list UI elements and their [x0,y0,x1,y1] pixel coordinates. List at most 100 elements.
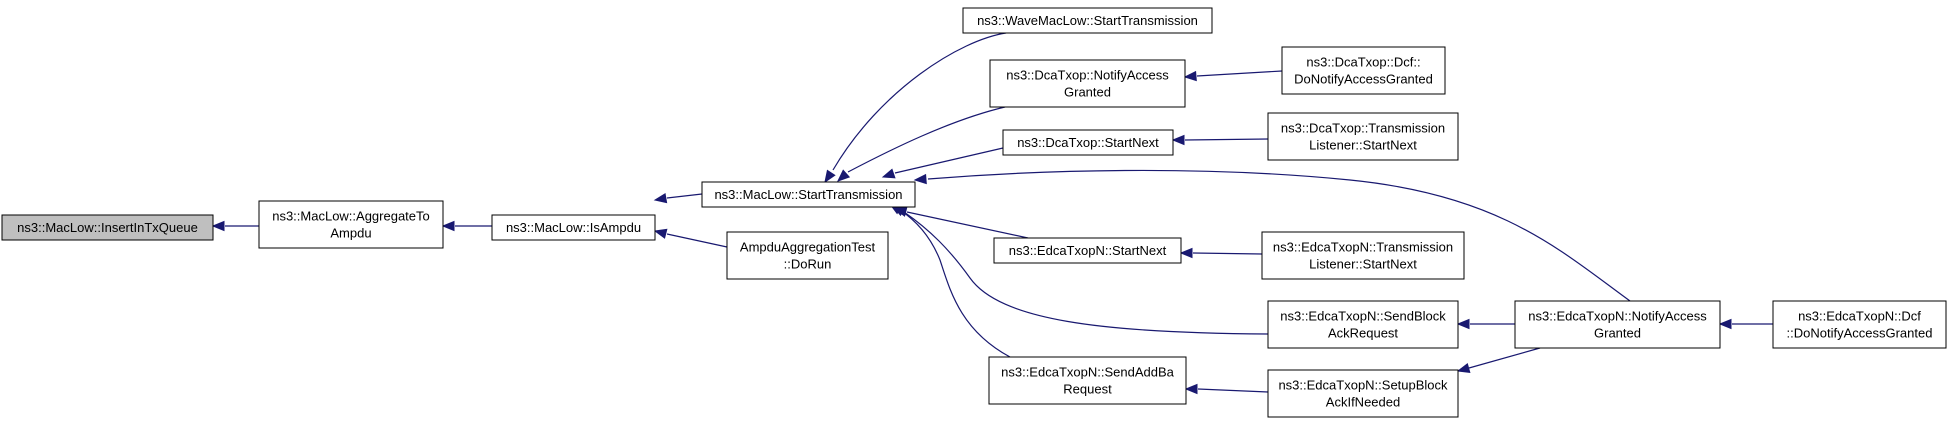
edge-line [832,32,1007,171]
node-box [1267,300,1459,349]
edge-dcaTxopStartNext-to-startTransmission [881,147,1004,179]
arrowhead [913,173,927,185]
edge-aggregateToAmpdu-to-insertInTxQueue [211,220,259,232]
node-label-line: Granted [1064,85,1111,100]
node-box [1261,231,1465,280]
node-box [993,237,1182,264]
node-label-line: DoNotifyAccessGranted [1294,72,1433,87]
edge-edcaTxopNTransListenerStartNext-to-edcaTxopNStartNext [1179,247,1263,259]
node-label-line: ns3::EdcaTxopN::NotifyAccess [1528,309,1707,324]
edge-line [666,193,703,199]
edge-line [1196,70,1283,77]
arrowhead [881,168,896,179]
node-label-line: ns3::DcaTxop::StartNext [1017,135,1159,150]
arrowhead [1718,318,1732,330]
edge-line [1468,347,1541,369]
node-box [1002,129,1174,156]
node-label-line: ::DoRun [784,257,832,272]
node-label-line: ns3::EdcaTxopN::StartNext [1009,243,1167,258]
edge-edcaTxopNNotifyAccessGranted-to-edcaTxopNSendBlockAckRequest [1456,318,1515,330]
node-label-line: Request [1063,382,1112,397]
node-box [258,200,444,249]
edge-line [903,211,1269,335]
edge-dcaTxopNotifyAccessGranted-to-startTransmission [837,106,1006,182]
node-label-line: ns3::EdcaTxopN::SendBlock [1280,309,1446,324]
node-box [726,231,889,280]
node-label-line: ns3::EdcaTxopN::Transmission [1273,240,1453,255]
edge-isAmpdu-to-aggregateToAmpdu [441,220,492,232]
edge-edcaTxopNNotifyAccessGranted-to-edcaTxopNSetupBlockAck [1456,347,1541,373]
node-label-line: Ampdu [330,226,371,241]
node-edcaTxopNDcfDoNotify[interactable]: ns3::EdcaTxopN::Dcf::DoNotifyAccessGrant… [1772,300,1947,349]
node-edcaTxopNStartNext[interactable]: ns3::EdcaTxopN::StartNext [993,237,1182,264]
edge-line [906,211,1029,239]
arrowhead [1179,247,1193,259]
arrowhead [1171,134,1185,146]
node-label-line: Listener::StartNext [1309,138,1417,153]
node-edcaTxopNNotifyAccessGranted[interactable]: ns3::EdcaTxopN::NotifyAccessGranted [1514,300,1721,349]
nodes-layer: ns3::MacLow::InsertInTxQueue ns3::MacLow:… [1,7,1947,418]
node-label-line: ns3::EdcaTxopN::SetupBlock [1278,378,1448,393]
node-box [962,7,1213,34]
node-box [1267,112,1459,161]
node-label-line: Granted [1594,326,1641,341]
edge-line [927,169,1631,302]
node-box [1,214,214,241]
node-dcaTxopStartNext[interactable]: ns3::DcaTxop::StartNext [1002,129,1174,156]
node-box [989,59,1186,108]
node-label-line: ns3::MacLow::IsAmpdu [506,220,641,235]
edge-edcaTxopNSendBlockAckRequest-to-startTransmission [891,205,1269,335]
node-label-line: AckIfNeeded [1326,395,1400,410]
arrowhead [441,220,455,232]
node-label-line: AckRequest [1328,326,1398,341]
edge-edcaTxopNSendAddBaRequest-to-startTransmission [888,203,1011,358]
node-label-line: Listener::StartNext [1309,257,1417,272]
node-startTransmission[interactable]: ns3::MacLow::StartTransmission [701,181,916,208]
edge-dcaTxopDcfDoNotify-to-dcaTxopNotifyAccessGranted [1183,70,1283,82]
node-isAmpdu[interactable]: ns3::MacLow::IsAmpdu [491,214,656,241]
node-box [1772,300,1947,349]
edge-line [899,209,1011,358]
edge-line [1184,138,1269,141]
node-edcaTxopNTransListenerStartNext[interactable]: ns3::EdcaTxopN::TransmissionListener::St… [1261,231,1465,280]
node-label-line: ns3::MacLow::StartTransmission [714,187,902,202]
arrowhead [837,169,851,182]
node-box [1281,46,1446,95]
edge-waveMacLowStartTx-to-startTransmission [824,32,1007,184]
node-dcaTxopTransListenerStartNext[interactable]: ns3::DcaTxop::TransmissionListener::Star… [1267,112,1459,161]
edge-edcaTxopNNotifyAccessGranted-to-startTransmission [913,169,1631,302]
arrowhead [653,192,668,204]
edge-ampduAggTestDoRun-to-isAmpdu [653,228,728,248]
node-label-line: ns3::DcaTxop::Transmission [1281,121,1445,136]
arrowhead [1456,318,1470,330]
node-ampduAggTestDoRun[interactable]: AmpduAggregationTest::DoRun [726,231,889,280]
node-dcaTxopDcfDoNotify[interactable]: ns3::DcaTxop::Dcf::DoNotifyAccessGranted [1281,46,1446,95]
node-label-line: ns3::DcaTxop::NotifyAccess [1006,68,1169,83]
edge-edcaTxopNSetupBlockAck-to-edcaTxopNSendAddBaRequest [1184,383,1269,395]
arrowhead [1456,362,1471,373]
node-label-line: ns3::MacLow::AggregateTo [272,209,430,224]
edge-line [847,106,1006,173]
node-label-line: ns3::EdcaTxopN::Dcf [1798,309,1921,324]
node-dcaTxopNotifyAccessGranted[interactable]: ns3::DcaTxop::NotifyAccessGranted [989,59,1186,108]
node-box [988,356,1187,405]
node-box [1514,300,1721,349]
arrowhead [211,220,225,232]
edge-edcaTxopNDcfDoNotify-to-edcaTxopNNotifyAccessGranted [1718,318,1773,330]
edge-startTransmission-to-isAmpdu [653,192,703,204]
node-waveMacLowStartTx[interactable]: ns3::WaveMacLow::StartTransmission [962,7,1213,34]
edges-layer [211,32,1773,395]
edge-line [894,147,1004,174]
node-insertInTxQueue[interactable]: ns3::MacLow::InsertInTxQueue [1,214,214,241]
node-box [491,214,656,241]
arrowhead [824,169,836,184]
node-box [701,181,916,208]
node-label-line: AmpduAggregationTest [740,240,876,255]
arrowhead [1184,383,1198,395]
edge-line [1192,252,1263,255]
